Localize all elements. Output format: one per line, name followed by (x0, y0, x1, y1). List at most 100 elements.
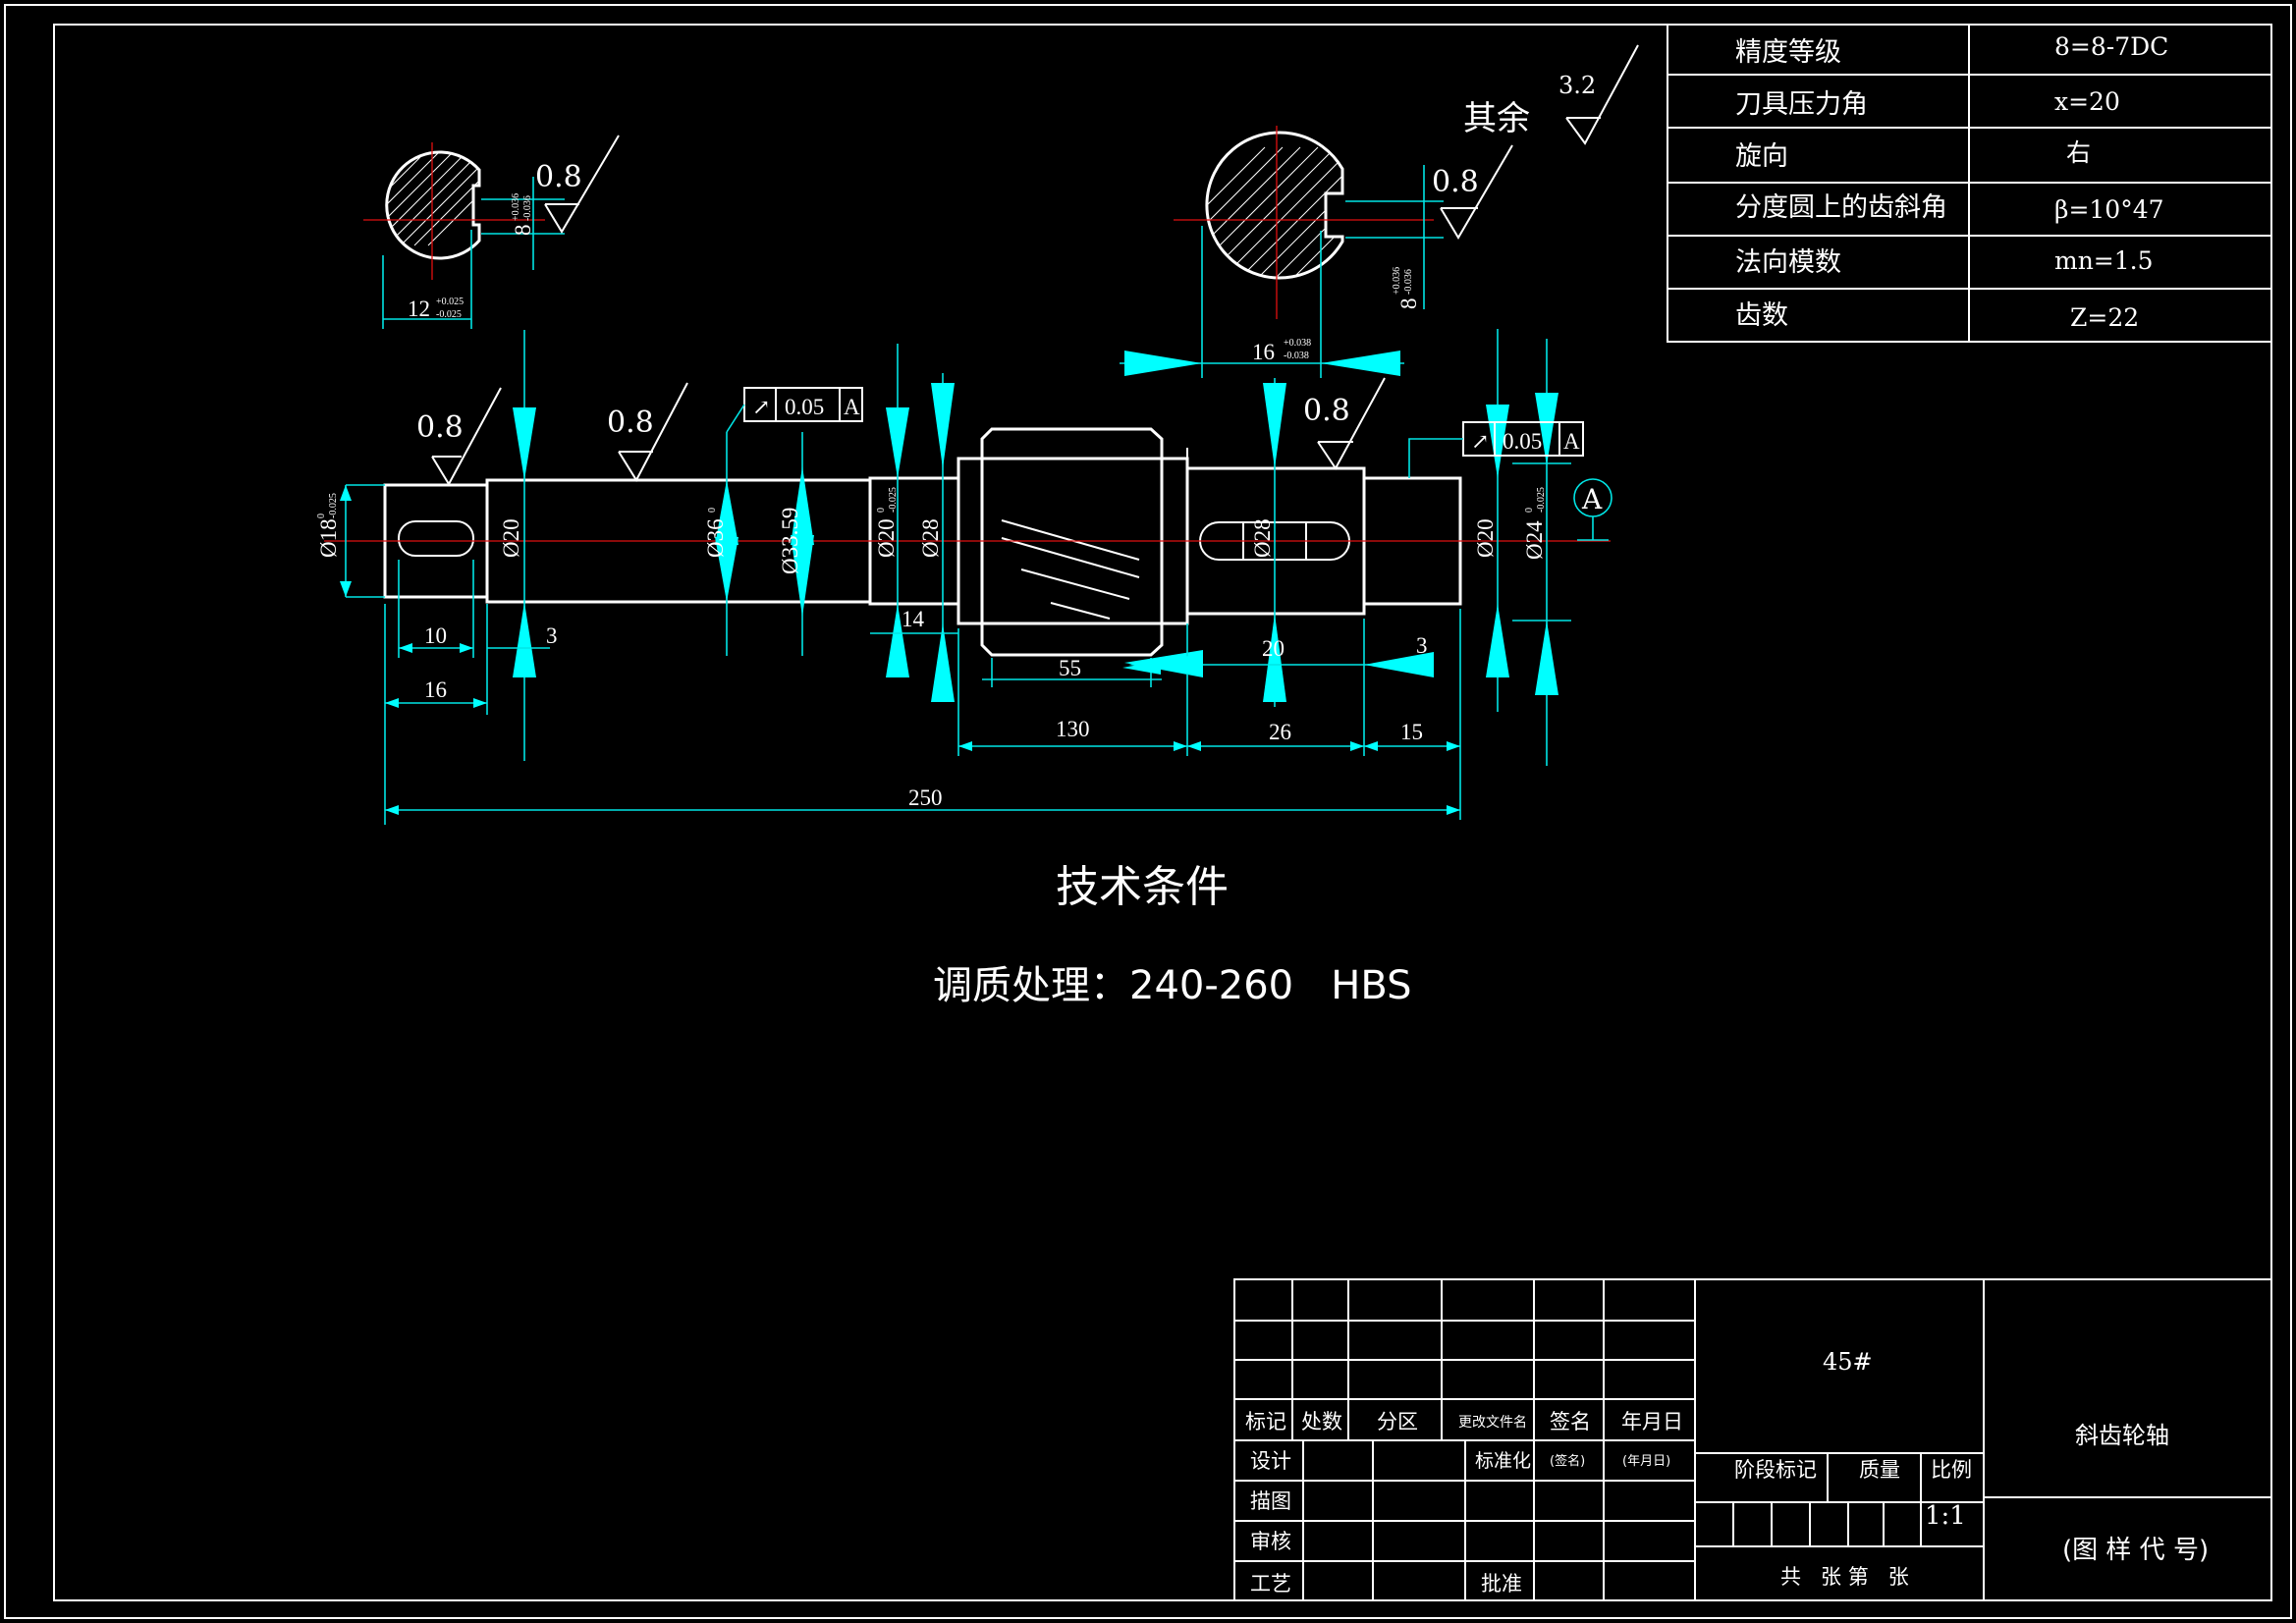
roughness-section-left: 0.8 (535, 160, 582, 194)
shaft-main-view: Ø18 0 -0.025 Ø20 Ø36 0 Ø33.59 Ø20 0 -0.0… (316, 329, 1613, 825)
svg-text:描图: 描图 (1250, 1489, 1291, 1513)
roughness-shaft-2: 0.8 (607, 406, 654, 440)
dim-l20: 20 (1262, 636, 1285, 661)
spec-value-module: mn=1.5 (2054, 246, 2154, 275)
svg-text:0: 0 (316, 514, 327, 518)
svg-text:A: A (1581, 483, 1603, 515)
svg-text:-0.036: -0.036 (1403, 269, 1414, 295)
right-section-depth-dim: 8 (1396, 298, 1421, 310)
spec-label-hand: 旋向 (1735, 141, 1788, 172)
roughness-shaft-3: 0.8 (1303, 394, 1350, 428)
svg-text:-0.025: -0.025 (888, 487, 899, 513)
title-block-drawing-no: (图 样 代 号) (2062, 1536, 2209, 1565)
section-view-right: 16 +0.038 -0.038 8 +0.036 -0.036 0.8 (1120, 126, 1513, 378)
dim-d36: Ø36 (703, 518, 728, 558)
dim-l10: 10 (424, 623, 447, 648)
dim-l15: 15 (1400, 720, 1423, 744)
spec-value-accuracy: 8=8-7DC (2054, 32, 2168, 61)
svg-text:0.05: 0.05 (785, 395, 824, 419)
datum-a-marker: A (1573, 478, 1613, 541)
dim-l130: 130 (1056, 717, 1090, 741)
spec-label-accuracy: 精度等级 (1735, 37, 1841, 68)
svg-text:+0.036: +0.036 (1392, 267, 1402, 295)
dim-d20b: Ø20 (874, 518, 899, 558)
dim-l3a: 3 (546, 623, 558, 648)
spec-label-pressure-angle: 刀具压力角 (1735, 89, 1868, 120)
runout-frame-left: ↗ 0.05 A (726, 387, 863, 433)
svg-text:A: A (1563, 429, 1580, 454)
dim-d33-59: Ø33.59 (778, 508, 802, 574)
runout-frame-right: ↗ 0.05 A (1408, 421, 1584, 478)
title-block-part-name: 斜齿轮轴 (2075, 1422, 2169, 1449)
section-view-left: 12 +0.025 -0.025 8 +0.036 -0.036 0.8 (363, 135, 620, 329)
left-section-width-dim: 12 (408, 297, 430, 321)
svg-text:(签名): (签名) (1550, 1453, 1585, 1469)
svg-text:-0.025: -0.025 (328, 493, 339, 518)
dim-d20c: Ø20 (1473, 518, 1498, 558)
svg-text:签名: 签名 (1550, 1410, 1591, 1434)
dim-d28b: Ø28 (1250, 518, 1275, 558)
svg-text:0: 0 (707, 508, 718, 513)
roughness-shaft-1: 0.8 (416, 410, 464, 445)
svg-text:0: 0 (876, 508, 887, 513)
svg-text:更改文件名: 更改文件名 (1458, 1415, 1527, 1431)
svg-text:工艺: 工艺 (1250, 1572, 1291, 1596)
general-roughness-prefix: 其余 (1463, 99, 1530, 138)
svg-text:批准: 批准 (1481, 1572, 1522, 1596)
notes-title: 技术条件 (1056, 862, 1229, 912)
svg-text:0.05: 0.05 (1503, 429, 1542, 454)
spec-label-helix-angle: 分度圆上的齿斜角 (1735, 192, 1947, 223)
svg-text:质量: 质量 (1859, 1458, 1900, 1482)
svg-text:A: A (844, 395, 860, 419)
title-block: 标记 处数 分区 更改文件名 签名 年月日 设计 描图 审核 工艺 标准化 (签… (1233, 1278, 2272, 1601)
dim-l26: 26 (1269, 720, 1291, 744)
spec-table: 精度等级 刀具压力角 旋向 分度圆上的齿斜角 法向模数 齿数 8=8-7DC x… (1667, 24, 2272, 343)
notes-content: 调质处理：240-260 HBS (933, 963, 1411, 1008)
svg-text:+0.025: +0.025 (436, 297, 464, 307)
inner-frame (53, 24, 2272, 1601)
svg-text:0: 0 (1524, 508, 1535, 513)
svg-text:年月日: 年月日 (1621, 1410, 1683, 1434)
title-block-material: 45# (1823, 1348, 1873, 1376)
dim-l16: 16 (424, 677, 447, 702)
spec-label-module: 法向模数 (1735, 247, 1841, 278)
dim-l55: 55 (1059, 656, 1081, 680)
svg-text:-0.036: -0.036 (522, 195, 533, 221)
svg-text:比例: 比例 (1931, 1458, 1972, 1482)
svg-text:标准化: 标准化 (1475, 1450, 1531, 1472)
dim-d18: Ø18 (316, 518, 341, 558)
general-roughness-value: 3.2 (1558, 72, 1596, 99)
svg-text:分区: 分区 (1377, 1410, 1418, 1434)
svg-text:阶段标记: 阶段标记 (1734, 1458, 1817, 1482)
dim-l14: 14 (902, 607, 925, 631)
roughness-section-right: 0.8 (1432, 165, 1479, 199)
title-block-scale: 1:1 (1925, 1501, 1966, 1531)
spec-value-teeth: Z=22 (2070, 303, 2139, 332)
svg-text:处数: 处数 (1301, 1410, 1342, 1434)
svg-text:-0.038: -0.038 (1284, 351, 1309, 361)
svg-text:-0.025: -0.025 (1536, 487, 1547, 513)
svg-text:↗: ↗ (1471, 430, 1489, 455)
svg-text:(年月日): (年月日) (1622, 1454, 1670, 1469)
spec-value-hand: 右 (2066, 138, 2091, 167)
svg-text:标记: 标记 (1245, 1410, 1286, 1434)
dim-d24: Ø24 (1522, 520, 1547, 560)
left-section-depth-dim: 8 (511, 225, 535, 237)
dim-l3b: 3 (1416, 633, 1428, 658)
svg-text:+0.036: +0.036 (511, 193, 521, 221)
svg-text:审核: 审核 (1250, 1530, 1291, 1553)
svg-text:共 张 第 张: 共 张 第 张 (1780, 1565, 1909, 1589)
outer-frame (4, 4, 2292, 1619)
dim-d20a: Ø20 (499, 518, 523, 558)
spec-value-helix-angle: β=10°47 (2054, 195, 2164, 224)
dim-l250: 250 (908, 785, 943, 810)
svg-text:设计: 设计 (1250, 1449, 1291, 1473)
right-section-width-dim: 16 (1252, 340, 1275, 364)
spec-label-teeth: 齿数 (1735, 300, 1788, 331)
svg-text:↗: ↗ (752, 396, 770, 420)
dim-d28a: Ø28 (918, 518, 943, 558)
svg-text:+0.038: +0.038 (1284, 338, 1311, 349)
spec-value-pressure-angle: x=20 (2054, 87, 2120, 116)
svg-text:-0.025: -0.025 (436, 309, 462, 320)
